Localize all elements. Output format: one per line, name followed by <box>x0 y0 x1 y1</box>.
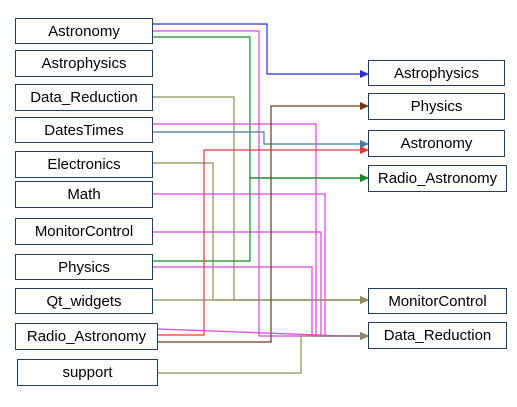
source-node-monitorcontrol[interactable]: MonitorControl <box>15 218 153 245</box>
edge-data_reduction-to-monitorcontrol <box>153 96 369 304</box>
source-node-astronomy[interactable]: Astronomy <box>15 18 153 44</box>
edge-astronomy-to-astrophysics <box>153 23 369 78</box>
target-node-data-reduction[interactable]: Data_Reduction <box>368 322 507 349</box>
edge-physics-to-radio_astronomy <box>153 174 369 262</box>
target-node-astronomy[interactable]: Astronomy <box>368 130 505 157</box>
source-node-radio-astronomy[interactable]: Radio_Astronomy <box>15 323 158 350</box>
target-node-monitorcontrol[interactable]: MonitorControl <box>368 288 507 314</box>
source-node-datestimes[interactable]: DatesTimes <box>15 117 153 143</box>
edge-datestimes-to-astronomy <box>153 131 369 148</box>
target-node-radio-astronomy[interactable]: Radio_Astronomy <box>368 165 507 192</box>
edge-datestimes-to-data_reduction <box>153 123 369 340</box>
edge-astronomy-to-radio_astronomy <box>153 36 369 182</box>
target-node-physics[interactable]: Physics <box>368 93 505 120</box>
source-node-support[interactable]: support <box>17 359 158 386</box>
edge-math-to-data_reduction <box>153 193 369 340</box>
edge-astronomy-to-data_reduction <box>153 30 369 340</box>
source-node-astrophysics[interactable]: Astrophysics <box>15 50 153 77</box>
source-node-math[interactable]: Math <box>15 181 153 208</box>
source-node-data-reduction[interactable]: Data_Reduction <box>15 84 153 111</box>
edge-radio_astronomy-to-astronomy <box>158 146 369 336</box>
source-node-electronics[interactable]: Electronics <box>15 151 153 178</box>
edge-monitorcontrol-to-data_reduction <box>153 231 369 340</box>
source-node-physics[interactable]: Physics <box>15 254 153 280</box>
source-node-qt-widgets[interactable]: Qt_widgets <box>15 288 153 314</box>
edge-support-to-data_reduction <box>153 332 369 374</box>
edge-physics-to-data_reduction <box>153 266 369 340</box>
edge-radio_astronomy-to-physics <box>158 102 369 343</box>
target-node-astrophysics[interactable]: Astrophysics <box>368 60 505 86</box>
